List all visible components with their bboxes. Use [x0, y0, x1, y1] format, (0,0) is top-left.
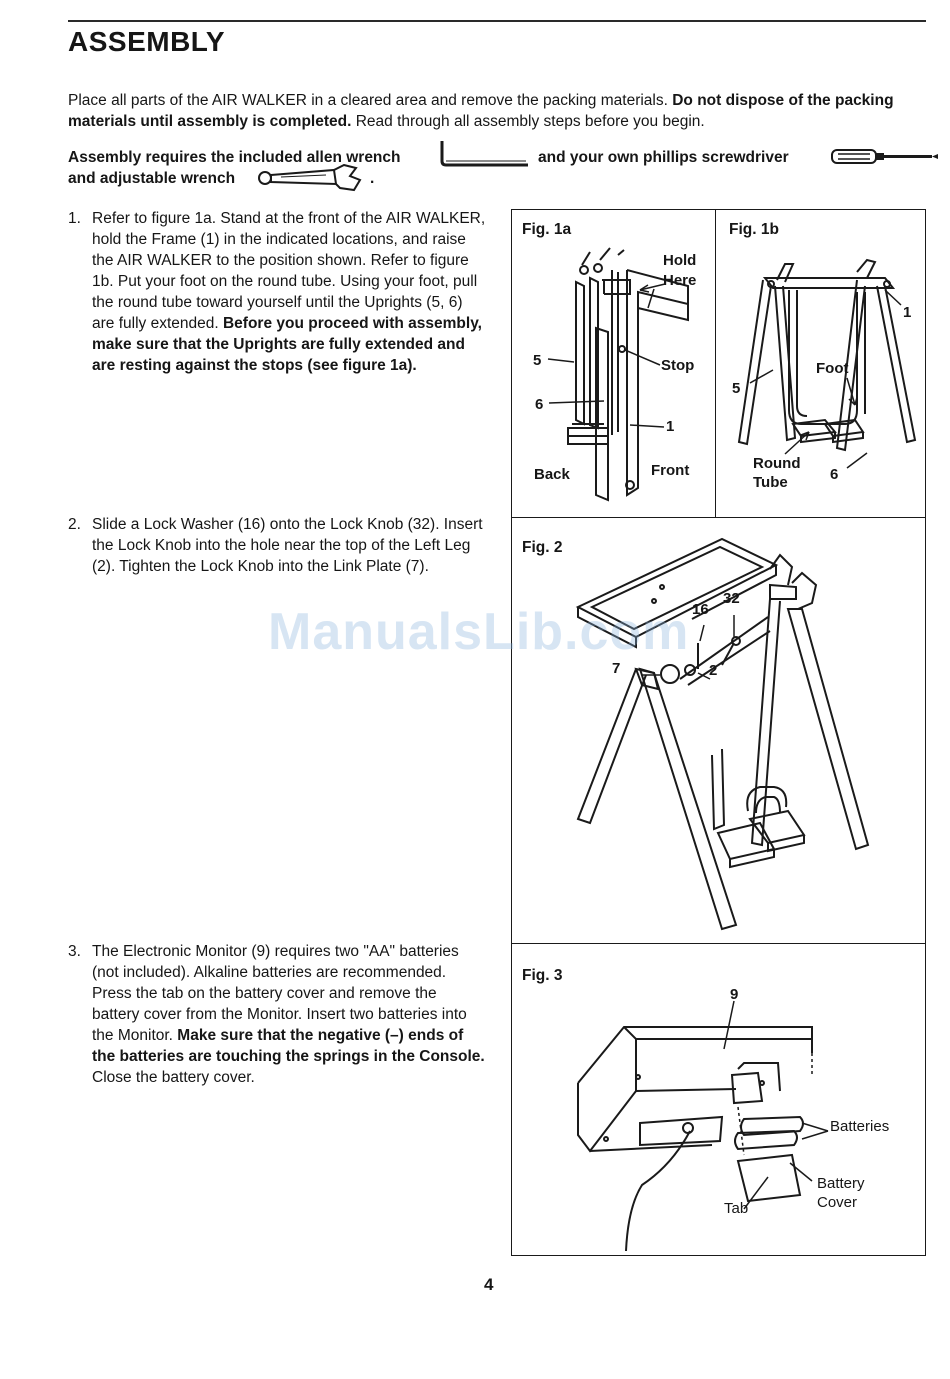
tools-text-adjustable: and adjustable wrench: [68, 170, 236, 187]
step-3: 3. The Electronic Monitor (9) requires t…: [68, 941, 488, 1088]
tools-text-period: .: [370, 170, 375, 187]
step-1-body: Refer to figure 1a. Stand at the front o…: [92, 210, 486, 332]
figure-1a: Fig. 1a Hold Here Stop 5 6 1 Back Front: [512, 210, 715, 517]
watermark: ManualsLib.com: [268, 603, 690, 661]
fig1a-callout-here: Here: [663, 272, 697, 289]
page-number: 4: [484, 1275, 494, 1294]
fig3-callout-cover: Cover: [817, 1194, 858, 1211]
fig1b-callout-1: 1: [903, 304, 912, 321]
intro-text-1: Place all parts of the AIR WALKER in a c…: [68, 92, 673, 109]
fig2-callout-2: 2: [709, 662, 718, 679]
fig3-illustration: [577, 1000, 829, 1252]
fig1b-callout-foot: Foot: [816, 360, 849, 377]
intro-text-2: Do not dispose of the packing materials …: [68, 92, 894, 130]
fig1b-callout-6: 6: [830, 466, 839, 483]
step-3-number: 3.: [68, 943, 81, 960]
fig1b-callout-tube: Tube: [753, 474, 788, 491]
fig3-label: Fig. 3: [522, 967, 563, 984]
tools-text-allen: Assembly requires the included allen wre…: [68, 149, 401, 166]
fig2-callout-32: 32: [723, 590, 740, 607]
step-1-text: Refer to figure 1a. Stand at the front o…: [92, 208, 488, 376]
fig1b-callout-round: Round: [753, 455, 801, 472]
page-title: ASSEMBLY: [68, 26, 226, 57]
step-2: 2. Slide a Lock Washer (16) onto the Loc…: [68, 514, 488, 577]
tools-line-2: and adjustable wrench .: [68, 164, 948, 192]
step-3-tail: Close the battery cover.: [92, 1069, 255, 1086]
step-3-text: The Electronic Monitor (9) requires two …: [92, 941, 488, 1088]
fig3-callout-tab: Tab: [724, 1200, 749, 1217]
fig3-callout-battery: Battery: [817, 1175, 865, 1192]
intro-text-3: Read through all assembly steps before y…: [351, 113, 705, 130]
tools-text-screwdriver: and your own phillips screwdriver: [538, 149, 789, 166]
figure-1b: Fig. 1b 1 Foot 5 Round Tube 6: [717, 210, 925, 517]
fig1a-callout-1: 1: [666, 418, 675, 435]
fig1a-label: Fig. 1a: [522, 221, 572, 238]
fig1a-callout-5: 5: [533, 352, 542, 369]
fig1a-callout-front: Front: [651, 462, 690, 479]
fig1a-illustration: [547, 247, 689, 502]
figure-3: Fig. 3 9 Batteries Battery Cover Tab: [512, 945, 925, 1255]
step-1-warning: Before you proceed with assembly, make s…: [92, 315, 482, 374]
step-3-warning: Make sure that the negative (–) ends of …: [92, 1027, 485, 1065]
allen-wrench-icon: [440, 141, 528, 167]
step-2-number: 2.: [68, 516, 81, 533]
step-1: 1. Refer to figure 1a. Stand at the fron…: [68, 208, 488, 376]
fig3-callout-9: 9: [730, 986, 739, 1003]
fig1a-callout-stop: Stop: [661, 357, 695, 374]
fig1-divider: [715, 210, 716, 517]
fig1a-callout-back: Back: [534, 466, 570, 483]
intro-paragraph: Place all parts of the AIR WALKER in a c…: [68, 90, 928, 132]
fig1b-callout-5: 5: [732, 380, 741, 397]
step-2-body: Slide a Lock Washer (16) onto the Lock K…: [92, 516, 483, 575]
fig1a-callout-6: 6: [535, 396, 544, 413]
tools-required: Assembly requires the included allen wre…: [68, 141, 948, 192]
top-rule: [68, 20, 926, 22]
fig2-callout-7: 7: [612, 660, 621, 677]
adjustable-wrench-icon: [258, 164, 362, 192]
fig3-callout-batteries: Batteries: [830, 1118, 890, 1135]
fig1a-callout-hold: Hold: [663, 252, 697, 269]
phillips-screwdriver-icon: [831, 149, 938, 164]
figure-2: Fig. 2 16 32 7 2: [512, 519, 925, 943]
step-3-body: The Electronic Monitor (9) requires two …: [92, 943, 467, 1044]
tools-line-1: Assembly requires the included allen wre…: [68, 141, 948, 168]
fig1b-label: Fig. 1b: [729, 221, 779, 238]
fig1b-illustration: [737, 258, 917, 469]
fig2-fig3-divider: [512, 943, 925, 944]
step-1-number: 1.: [68, 210, 81, 227]
figures-panel: Fig. 1a Hold Here Stop 5 6 1 Back Front: [511, 209, 926, 1256]
fig1-fig2-divider: [512, 517, 925, 518]
fig2-illustration: [575, 537, 870, 931]
fig2-label: Fig. 2: [522, 539, 563, 556]
fig2-callout-16: 16: [692, 601, 709, 618]
step-2-text: Slide a Lock Washer (16) onto the Lock K…: [92, 514, 488, 577]
